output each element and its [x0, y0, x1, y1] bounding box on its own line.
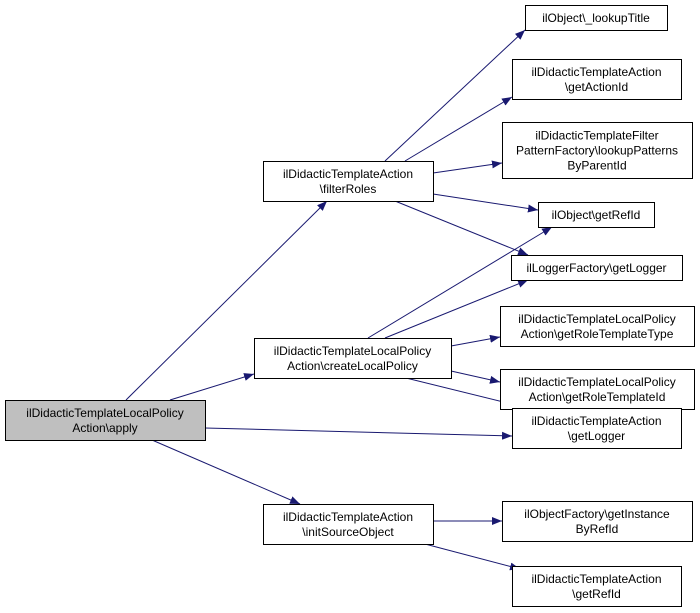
node-getActionId[interactable]: ilDidacticTemplateAction\getActionId — [512, 59, 682, 100]
node-label-lookupTitle-line-1: ilObject\_lookupTitle — [542, 11, 650, 25]
node-label-initSourceObject-line-2: \initSourceObject — [302, 525, 394, 539]
node-label-getRoleTemplateType-line-1: ilDidacticTemplateLocalPolicy — [518, 312, 675, 326]
node-label-lookupPatterns-line-2: PatternFactory\lookupPatterns — [516, 144, 678, 158]
node-label-filterRoles-line-1: ilDidacticTemplateAction — [283, 167, 413, 181]
node-label-getLoggerAction-line-2: \getLogger — [568, 429, 625, 443]
edge-createLocalPolicy-to-getLoggerFactory — [384, 279, 529, 339]
edge-filterRoles-to-lookupTitle — [384, 29, 526, 162]
node-getRefId[interactable]: ilObject\getRefId — [538, 202, 655, 228]
edge-initSourceObject-to-getRefIdAction — [424, 543, 521, 571]
edges-layer — [125, 29, 553, 571]
node-box-lookupTitle — [525, 5, 668, 31]
node-label-getLoggerFactory-line-1: ilLoggerFactory\getLogger — [526, 261, 666, 275]
node-lookupPatterns[interactable]: ilDidacticTemplateFilterPatternFactory\l… — [502, 122, 693, 179]
node-label-createLocalPolicy-line-1: ilDidacticTemplateLocalPolicy — [274, 344, 431, 358]
node-box-apply — [5, 400, 206, 441]
edge-filterRoles-to-getRefId — [432, 193, 539, 213]
edge-createLocalPolicy-to-getRoleTemplateId — [450, 370, 501, 384]
node-box-getInstanceByRefId — [502, 501, 693, 542]
node-label-apply-line-1: ilDidacticTemplateLocalPolicy — [26, 406, 183, 420]
node-getRoleTemplateId[interactable]: ilDidacticTemplateLocalPolicyAction\getR… — [500, 369, 695, 410]
node-createLocalPolicy[interactable]: ilDidacticTemplateLocalPolicyAction\crea… — [254, 338, 452, 379]
node-box-getLoggerFactory — [511, 255, 683, 281]
node-box-getRoleTemplateId — [500, 369, 695, 410]
node-box-getLoggerAction — [512, 408, 682, 449]
node-box-getRefId — [538, 202, 655, 228]
node-label-getInstanceByRefId-line-2: ByRefId — [576, 522, 619, 536]
node-label-initSourceObject-line-1: ilDidacticTemplateAction — [283, 510, 413, 524]
edge-apply-to-createLocalPolicy — [169, 373, 255, 401]
node-label-createLocalPolicy-line-2: Action\createLocalPolicy — [287, 359, 418, 373]
edge-apply-to-getLoggerAction — [204, 427, 513, 440]
node-box-getRefIdAction — [512, 566, 682, 607]
node-label-getRefIdAction-line-1: ilDidacticTemplateAction — [531, 572, 661, 586]
node-apply[interactable]: ilDidacticTemplateLocalPolicyAction\appl… — [5, 400, 206, 441]
node-box-createLocalPolicy — [254, 338, 452, 379]
edge-createLocalPolicy-to-getRefId — [367, 226, 553, 339]
node-lookupTitle[interactable]: ilObject\_lookupTitle — [525, 5, 668, 31]
node-filterRoles[interactable]: ilDidacticTemplateAction\filterRoles — [263, 161, 434, 202]
edge-apply-to-filterRoles — [125, 200, 328, 401]
node-label-getLoggerAction-line-1: ilDidacticTemplateAction — [531, 414, 661, 428]
node-getLoggerAction[interactable]: ilDidacticTemplateAction\getLogger — [512, 408, 682, 449]
node-getRefIdAction[interactable]: ilDidacticTemplateAction\getRefId — [512, 566, 682, 607]
node-label-getRefId-line-1: ilObject\getRefId — [552, 208, 641, 222]
node-label-getRoleTemplateId-line-2: Action\getRoleTemplateId — [529, 390, 666, 404]
edge-filterRoles-to-getActionId — [404, 96, 513, 162]
edge-apply-to-initSourceObject — [151, 439, 301, 505]
node-getRoleTemplateType[interactable]: ilDidacticTemplateLocalPolicyAction\getR… — [500, 306, 695, 347]
edge-filterRoles-to-getLoggerFactory — [394, 200, 529, 256]
node-box-getRoleTemplateType — [500, 306, 695, 347]
node-label-apply-line-2: Action\apply — [72, 421, 137, 435]
edge-createLocalPolicy-to-getRoleTemplateType — [450, 334, 501, 347]
node-getLoggerFactory[interactable]: ilLoggerFactory\getLogger — [511, 255, 683, 281]
node-label-getRoleTemplateId-line-1: ilDidacticTemplateLocalPolicy — [518, 375, 675, 389]
node-box-filterRoles — [263, 161, 434, 202]
edge-filterRoles-to-lookupPatterns — [432, 160, 503, 174]
node-initSourceObject[interactable]: ilDidacticTemplateAction\initSourceObjec… — [263, 504, 434, 545]
node-label-lookupPatterns-line-3: ByParentId — [567, 159, 626, 173]
nodes-layer: ilDidacticTemplateLocalPolicyAction\appl… — [5, 5, 695, 607]
node-label-getRefIdAction-line-2: \getRefId — [572, 587, 621, 601]
node-box-lookupPatterns — [502, 122, 693, 179]
node-box-getActionId — [512, 59, 682, 100]
node-label-getActionId-line-1: ilDidacticTemplateAction — [531, 65, 661, 79]
node-label-lookupPatterns-line-1: ilDidacticTemplateFilter — [535, 129, 658, 143]
node-label-getInstanceByRefId-line-1: ilObjectFactory\getInstance — [524, 507, 670, 521]
node-label-getRoleTemplateType-line-2: Action\getRoleTemplateType — [521, 327, 674, 341]
node-label-filterRoles-line-2: \filterRoles — [320, 182, 377, 196]
node-label-getActionId-line-2: \getActionId — [565, 80, 628, 94]
node-box-initSourceObject — [263, 504, 434, 545]
